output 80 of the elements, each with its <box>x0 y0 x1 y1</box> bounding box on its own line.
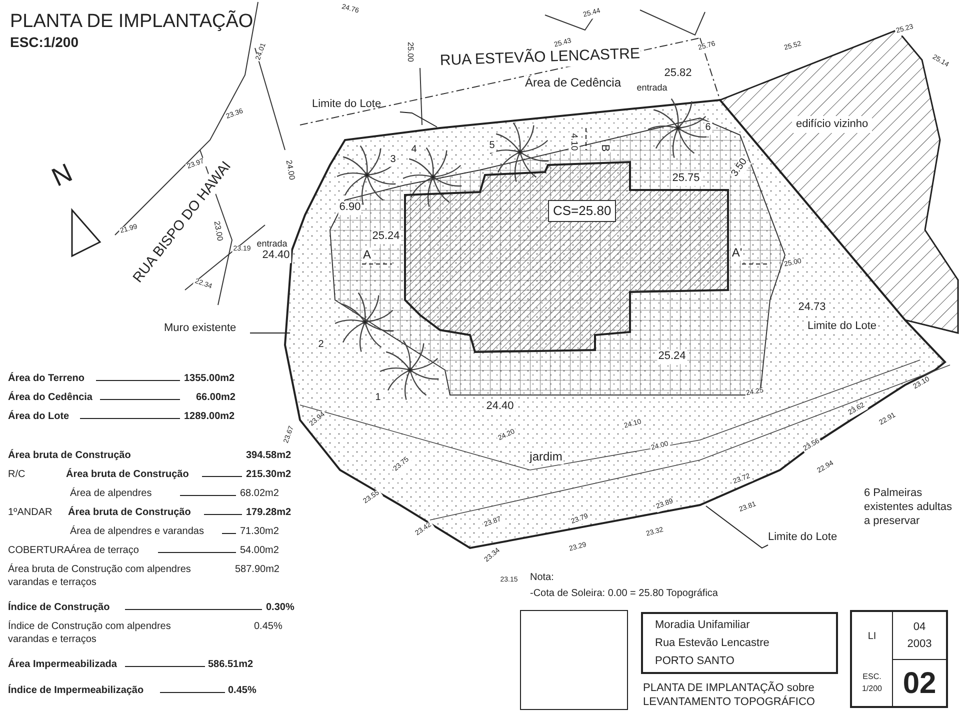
floor-label: COBERTURA <box>8 545 71 558</box>
palm-number: 4 <box>410 144 418 156</box>
index-value: 0.30% <box>266 602 294 614</box>
area-value: 587.90m2 <box>235 564 280 576</box>
wall-label: Muro existente <box>164 320 250 336</box>
spot-height: 25.24 <box>371 230 401 244</box>
contour-value: 25.00 <box>405 40 415 64</box>
sheet-text: 04 <box>913 620 926 635</box>
spot-height: 24.40 <box>485 400 515 414</box>
note-title: Nota: <box>530 572 554 584</box>
area-label: Área de terraço <box>70 545 139 558</box>
area-label: Área do Cedência <box>8 392 92 404</box>
area-value: 68.02m2 <box>240 488 279 500</box>
area-value: 1289.00m2 <box>184 411 235 424</box>
sheet-number: 02 <box>902 666 936 702</box>
area-label: Área do Lote <box>8 411 70 424</box>
area-label: Área bruta de Construção <box>66 469 189 482</box>
project-box <box>641 612 838 674</box>
building-label: edifício vizinho <box>792 116 872 132</box>
spot-height: 6.90 <box>338 201 362 215</box>
index-value: 0.45% <box>228 685 256 698</box>
entrance-label: entrada <box>636 82 668 94</box>
index-label: Índice de Construção com alpendres varandas e terraços <box>8 621 172 646</box>
boundary-label: Limite do Lote <box>768 529 858 545</box>
section-mark: A' <box>730 246 744 260</box>
area-value: 1355.00m2 <box>184 373 235 386</box>
spot-height: 24.73 <box>797 301 827 315</box>
scale-text: ESC:1/200 <box>10 34 78 52</box>
palm-number: 2 <box>317 338 325 352</box>
area-value: 66.00m2 <box>196 392 236 404</box>
section-mark: B <box>597 143 611 153</box>
index-label: Índice de Impermeabilização <box>8 685 144 698</box>
sheet-title: PLANTA DE IMPLANTAÇÃO sobre LEVANTAMENTO TOPOGRÁFICO <box>643 682 816 710</box>
palm-number: 1 <box>374 392 382 404</box>
leader-line <box>400 112 438 128</box>
dimension-text: 4.10 <box>568 132 580 152</box>
area-value: 71.30m2 <box>240 526 279 538</box>
area-label: Área bruta de Construção com alpendres varandas e terraços <box>8 564 192 589</box>
area-value: 54.00m2 <box>240 545 279 558</box>
firm-box <box>520 610 628 710</box>
leader-line <box>250 332 290 334</box>
area-value: 586.51m2 <box>208 659 254 672</box>
area-label: Área do Terreno <box>8 373 84 386</box>
project-text: Rua Estevão Lencastre <box>655 636 770 651</box>
contour-value: 23.00 <box>211 219 225 243</box>
sheet-text: ESC. <box>862 671 882 683</box>
palm-number: 6 <box>704 122 712 134</box>
palm-number: 3 <box>389 154 397 166</box>
spot-height: 24.40 <box>261 249 291 263</box>
area-label: Área bruta de Construção <box>8 450 131 462</box>
floor-label: 1ºANDAR <box>8 507 52 520</box>
index-label: Índice de Construção <box>8 602 110 614</box>
entrance-label: entrada <box>256 238 288 250</box>
floor-label: R/C <box>8 469 26 482</box>
spot-height: 25.75 <box>671 172 701 186</box>
area-value: 394.58m2 <box>246 450 292 462</box>
sheet-text: 2003 <box>907 636 932 652</box>
boundary-label: Limite do Lote <box>312 96 400 112</box>
area-label: Área de alpendres <box>70 488 152 500</box>
contour-value: 24.00 <box>283 158 297 182</box>
drawing-title: PLANTA DE IMPLANTAÇÃO <box>10 9 254 34</box>
note-text: 6 Palmeiras existentes adultas a preservar <box>864 487 954 528</box>
palm-number: 5 <box>488 140 496 152</box>
area-value: 179.28m2 <box>246 507 292 520</box>
project-text: PORTO SANTO <box>655 654 736 669</box>
area-name: jardim <box>528 450 564 464</box>
area-value: 215.30m2 <box>246 469 292 482</box>
area-label: Área bruta de Construção <box>68 507 191 520</box>
sheet-box <box>850 610 948 708</box>
note-text: -Cota de Soleira: 0.00 = 25.80 Topográfica <box>530 588 718 600</box>
boundary-label: Limite do Lote <box>806 320 878 334</box>
section-mark: A <box>362 248 372 262</box>
sheet-text: 1/200 <box>862 683 882 695</box>
leader-line <box>706 506 768 549</box>
sheet-text: LI <box>868 630 876 644</box>
elevation-text: CS=25.80 <box>548 200 616 222</box>
area-label: Área Impermeabilizada <box>8 659 117 672</box>
index-value: 0.45% <box>254 621 282 634</box>
project-text: Moradia Unifamiliar <box>655 618 751 633</box>
area-label: Área de alpendres e varandas <box>70 526 204 538</box>
